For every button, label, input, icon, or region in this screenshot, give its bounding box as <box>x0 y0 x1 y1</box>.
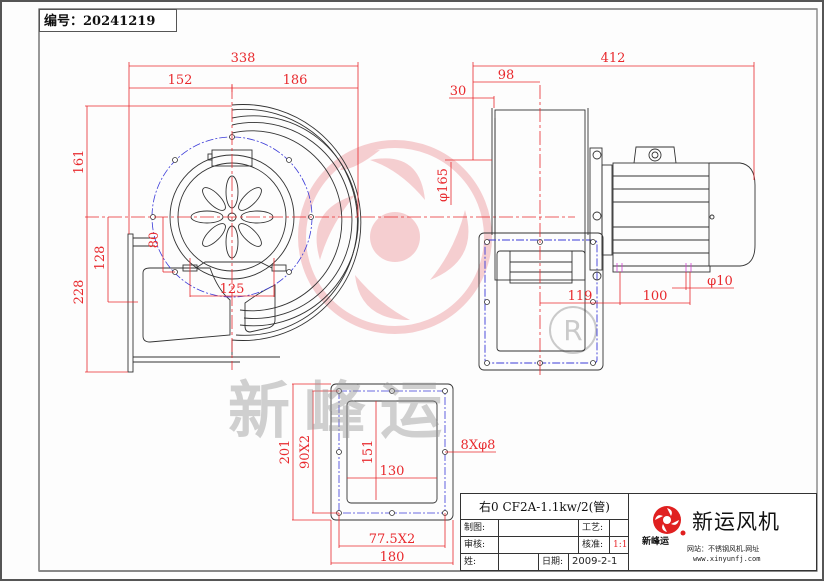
svg-text:161: 161 <box>72 150 87 175</box>
svg-text:8Xφ8: 8Xφ8 <box>461 438 496 453</box>
brand-site-label: 网站：不锈钢风机.网址 <box>687 545 760 553</box>
drawing-code-label: 编号：20241219 <box>39 9 177 32</box>
svg-text:186: 186 <box>283 73 308 88</box>
brand-logo-caption: 新峰运 <box>642 537 670 547</box>
value-drafter <box>499 520 579 536</box>
svg-text:338: 338 <box>231 51 256 66</box>
registered-mark-icon: R <box>549 306 597 354</box>
title-block: 右0 CF2A-1.1kw/2(管) 制图: 工艺: 审核: 核准: 1:1 姓… <box>460 493 817 571</box>
svg-text:412: 412 <box>601 51 626 66</box>
svg-text:128: 128 <box>93 246 108 271</box>
value-name <box>499 554 539 570</box>
label-reviewer: 审核: <box>461 537 499 553</box>
svg-text:R: R <box>563 314 582 347</box>
label-drafter: 制图: <box>461 520 499 536</box>
svg-text:φ10: φ10 <box>707 274 733 289</box>
svg-text:30: 30 <box>450 84 467 99</box>
svg-text:125: 125 <box>220 282 245 297</box>
row-reviewer: 审核: 核准: 1:1 <box>461 537 629 554</box>
svg-text:77.5X2: 77.5X2 <box>369 532 415 547</box>
svg-text:119: 119 <box>568 289 593 304</box>
row-drafter: 制图: 工艺: <box>461 520 629 537</box>
brand-name: 新运风机 <box>692 510 780 534</box>
model-title: 右0 CF2A-1.1kw/2(管) <box>461 494 629 520</box>
row-name-date: 姓: 日期: 2009-2-1 <box>461 554 629 571</box>
label-process: 工艺: <box>579 520 610 536</box>
brand-site-url[interactable]: www.xinyunfj.com <box>693 555 761 563</box>
value-reviewer <box>499 537 579 553</box>
svg-text:100: 100 <box>643 289 668 304</box>
svg-text:201: 201 <box>278 440 293 465</box>
svg-text:130: 130 <box>380 464 405 479</box>
brand-area: 新峰运 新运风机 网站：不锈钢风机.网址 www.xinyunfj.com <box>629 494 816 570</box>
svg-text:151: 151 <box>361 440 376 465</box>
value-process <box>610 520 629 536</box>
svg-text:228: 228 <box>72 280 87 305</box>
svg-text:98: 98 <box>498 68 515 83</box>
label-name: 姓: <box>461 554 499 570</box>
inner-frame <box>38 8 818 572</box>
value-date: 2009-2-1 <box>572 556 618 567</box>
side-view <box>478 108 756 371</box>
label-approval: 核准: <box>579 537 610 553</box>
watermark-logo-icon <box>298 140 492 334</box>
front-dimensions <box>85 62 359 373</box>
flange-dimensions <box>292 383 496 565</box>
signature-grid: 制图: 工艺: 审核: 核准: 1:1 姓: 日期: 2009-2-1 <box>461 520 629 571</box>
svg-text:180: 180 <box>380 550 405 565</box>
brand-logo-icon <box>653 506 686 536</box>
watermark-text: 新峰运 <box>228 374 457 447</box>
label-date: 日期: <box>539 554 569 570</box>
side-flange-holes <box>484 239 596 366</box>
side-dimensions <box>445 62 755 305</box>
svg-text:90X2: 90X2 <box>298 435 313 469</box>
value-scale: 1:1 <box>613 540 628 550</box>
svg-text:152: 152 <box>168 73 193 88</box>
svg-text:80: 80 <box>147 232 162 249</box>
svg-text:φ165: φ165 <box>436 168 451 202</box>
